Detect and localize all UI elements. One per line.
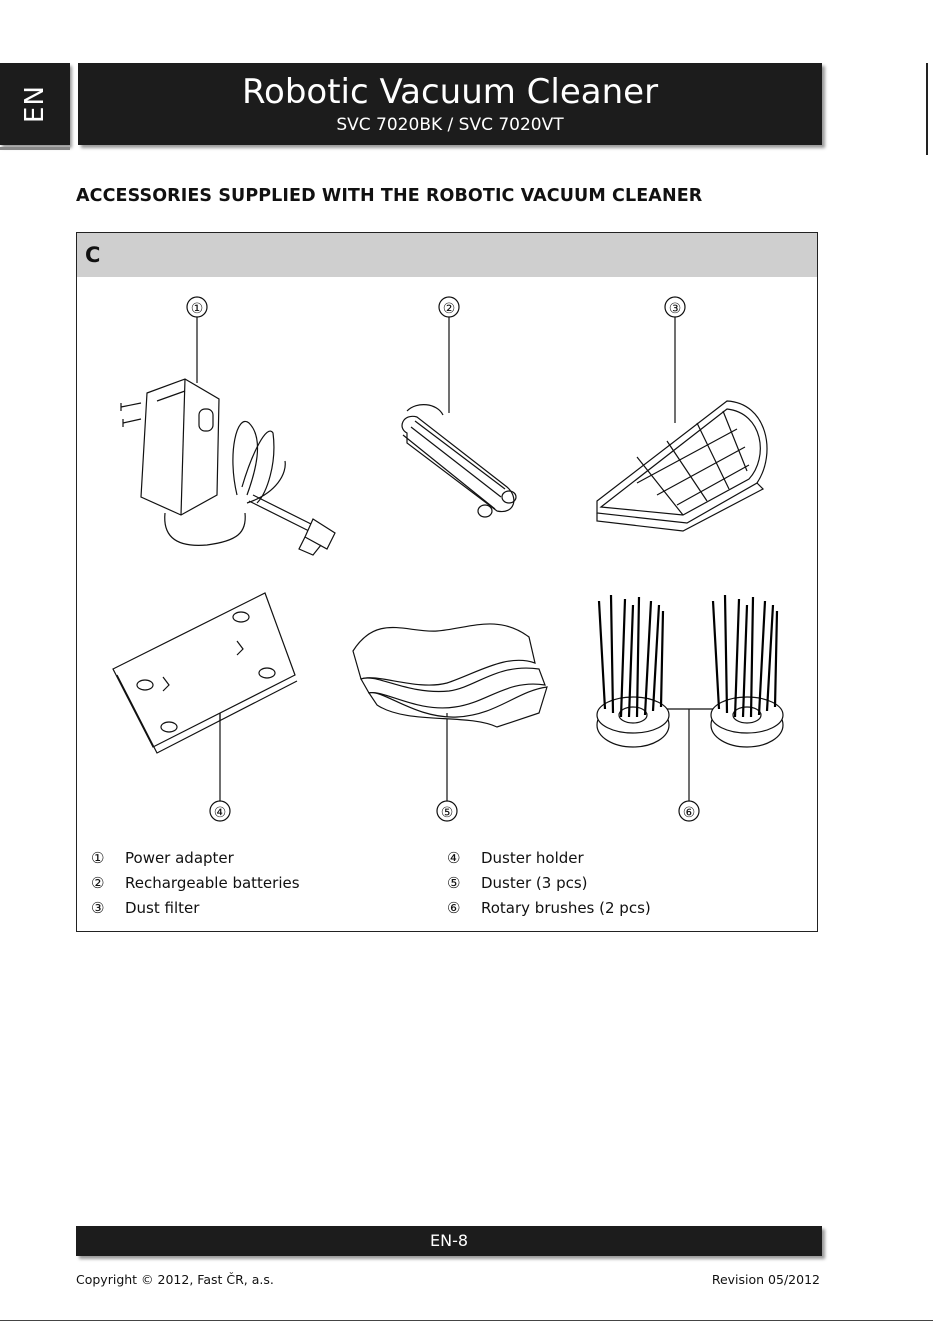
legend-number: ① (91, 849, 125, 867)
divider (0, 1320, 933, 1321)
model-subtitle: SVC 7020BK / SVC 7020VT (78, 115, 822, 135)
legend-label: Dust filter (125, 899, 199, 917)
footer-bar: EN-8 (76, 1226, 822, 1256)
duster-drawing (353, 624, 547, 727)
legend-number: ③ (91, 899, 125, 917)
legend-number: ② (91, 874, 125, 892)
batteries-drawing (402, 405, 516, 517)
divider (0, 147, 70, 150)
legend-number: ⑥ (447, 899, 481, 917)
page-edge-mark (926, 63, 928, 155)
legend-number: ⑤ (447, 874, 481, 892)
callout-1: ① (191, 301, 204, 317)
language-tab: EN (0, 63, 70, 145)
page-number: EN-8 (430, 1231, 468, 1250)
legend-label: Power adapter (125, 849, 234, 867)
dust-filter-drawing (597, 401, 767, 531)
accessories-illustration: ① ② ③ ④ ⑤ ⑥ (77, 233, 817, 843)
callout-3: ③ (669, 301, 682, 317)
revision-text: Revision 05/2012 (712, 1272, 820, 1287)
page-title: Robotic Vacuum Cleaner (78, 73, 822, 111)
copyright-text: Copyright © 2012, Fast ČR, a.s. (76, 1272, 274, 1287)
rotary-brushes-drawing (597, 697, 783, 747)
duster-holder-drawing (113, 593, 297, 753)
callout-6: ⑥ (683, 805, 696, 821)
legend-label: Duster holder (481, 849, 584, 867)
callout-2: ② (443, 301, 456, 317)
section-heading: ACCESSORIES SUPPLIED WITH THE ROBOTIC VA… (76, 186, 702, 206)
legend-label: Duster (3 pcs) (481, 874, 588, 892)
callout-5: ⑤ (441, 805, 454, 821)
legend-label: Rotary brushes (2 pcs) (481, 899, 651, 917)
figure-c-box: C (76, 232, 818, 932)
legend-label: Rechargeable batteries (125, 874, 300, 892)
legend-number: ④ (447, 849, 481, 867)
language-label: EN (20, 85, 50, 123)
power-adapter-drawing (121, 379, 335, 555)
header-bar: Robotic Vacuum Cleaner SVC 7020BK / SVC … (78, 63, 822, 145)
callout-4: ④ (214, 805, 227, 821)
